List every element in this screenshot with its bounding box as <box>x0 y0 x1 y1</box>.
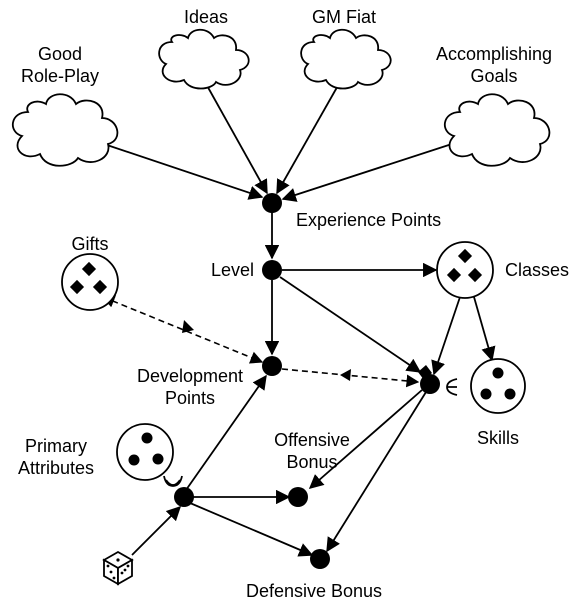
element-of-symbol-skills <box>446 378 458 396</box>
cloud-good-roleplay <box>12 93 119 167</box>
edges <box>97 81 496 557</box>
set-skills <box>470 358 526 414</box>
edge-classes-to-skillnode <box>431 296 461 376</box>
label-gifts: Gifts <box>71 234 108 254</box>
label-classes: Classes <box>505 260 569 280</box>
cloud-gm-fiat <box>300 28 392 90</box>
edge-skillnode-to-offensive <box>308 389 423 489</box>
label-goals: Goals <box>470 66 517 86</box>
edge-goals-to-xp <box>281 141 459 202</box>
edge-attr-to-defensive <box>189 502 314 557</box>
set-classes <box>436 241 494 299</box>
dice-icon <box>102 550 134 586</box>
node-experience-points <box>262 193 282 213</box>
edge-ideas-to-xp <box>204 81 268 195</box>
label-experience-points: Experience Points <box>296 210 441 230</box>
edge-gifts-devpoints-dashed <box>101 295 264 364</box>
node-development-points <box>262 356 282 376</box>
cloud-accomplishing-goals <box>444 93 551 167</box>
label-defensive-bonus: Defensive Bonus <box>246 581 382 601</box>
edge-level-to-skillnode <box>279 276 422 373</box>
label-attributes: Attributes <box>18 458 94 478</box>
label-skills: Skills <box>477 428 519 448</box>
dashed-mid-arrow-skills <box>340 369 351 381</box>
edge-dice-to-attr <box>131 505 182 556</box>
label-points: Points <box>165 388 215 408</box>
edge-attr-to-devpoints <box>185 374 267 491</box>
label-good: Good <box>38 44 82 64</box>
element-of-symbol-attributes <box>163 475 183 487</box>
edge-classes-to-skills <box>473 296 496 362</box>
label-gm-fiat: GM Fiat <box>312 7 376 27</box>
set-gifts <box>61 253 119 311</box>
node-attribute-combination <box>174 487 194 507</box>
edge-devpoints-skillnode-dashed <box>281 368 420 388</box>
label-offensive: Offensive <box>274 430 350 450</box>
label-level: Level <box>211 260 254 280</box>
node-skill-combination <box>420 374 440 394</box>
node-defensive-bonus <box>310 549 330 569</box>
bar-marker-skillnode <box>418 365 432 380</box>
node-offensive-bonus <box>288 487 308 507</box>
label-role-play: Role-Play <box>21 66 99 86</box>
set-primary-attributes <box>116 423 174 481</box>
label-development: Development <box>137 366 243 386</box>
edge-gmfiat-to-xp <box>276 81 341 195</box>
cloud-ideas <box>158 28 250 90</box>
dashed-mid-arrow-gifts <box>182 320 194 333</box>
label-accomplishing: Accomplishing <box>436 44 552 64</box>
edge-skillnode-to-defensive <box>326 391 427 553</box>
edge-roleplay-to-xp <box>97 141 264 200</box>
label-primary: Primary <box>25 436 87 456</box>
node-level <box>262 260 282 280</box>
label-bonus: Bonus <box>286 452 337 472</box>
label-ideas: Ideas <box>184 7 228 27</box>
